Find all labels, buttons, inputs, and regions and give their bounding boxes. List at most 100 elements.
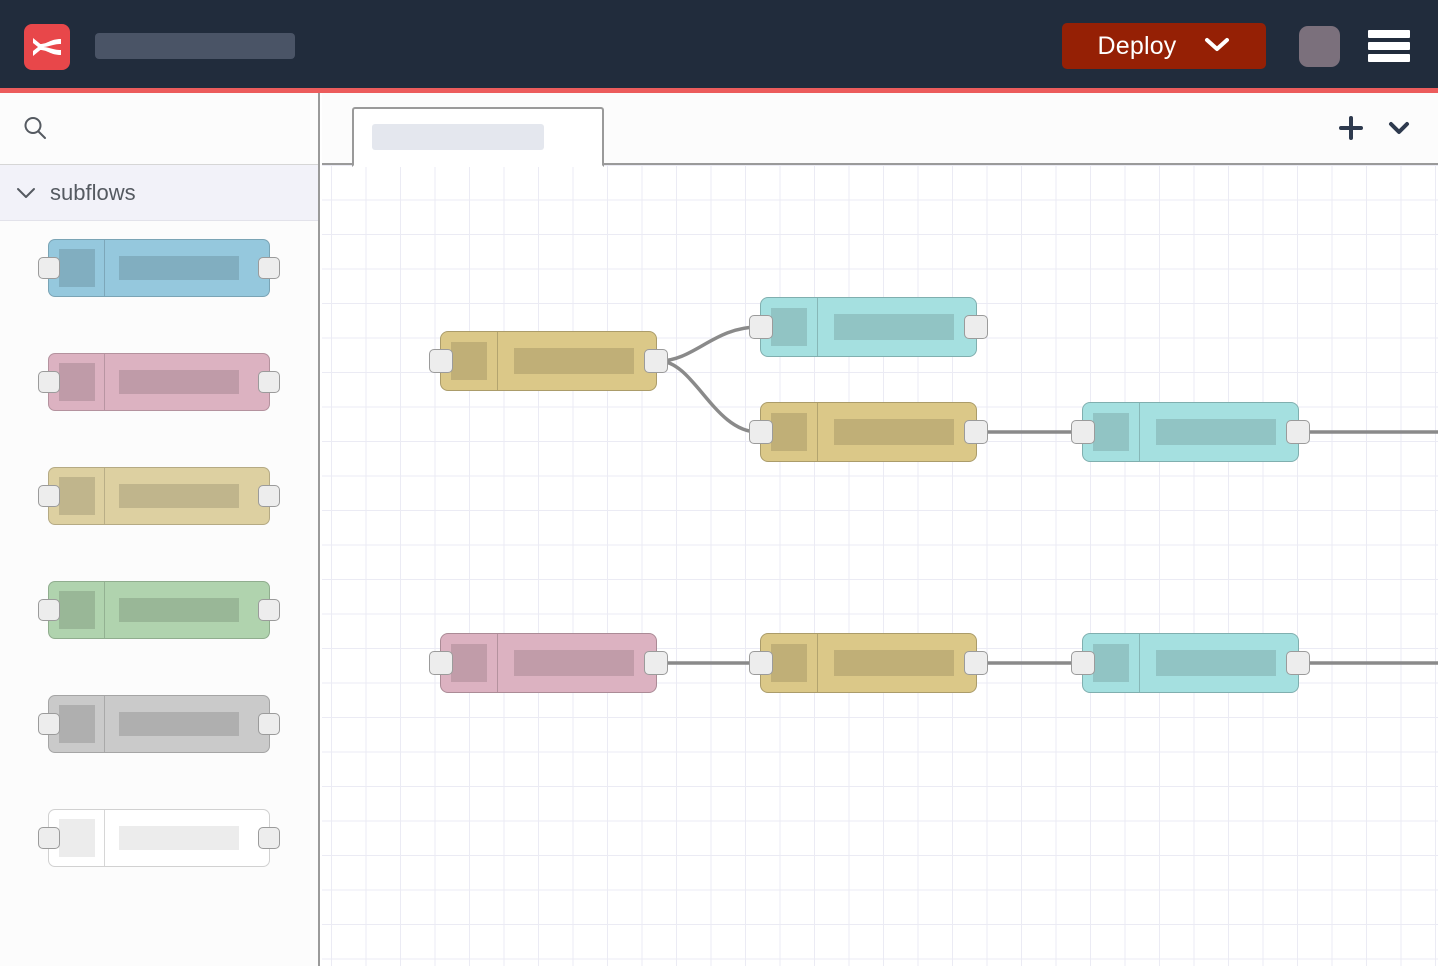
flow-tab-1[interactable] xyxy=(352,107,604,167)
flow-node-icon-cell xyxy=(441,332,498,390)
flow-node-label-redacted xyxy=(834,314,954,340)
palette-node-label-redacted xyxy=(119,256,239,280)
palette-node-icon-cell xyxy=(49,696,105,752)
flow-node-label-cell xyxy=(498,634,656,692)
palette-node-icon-redacted xyxy=(58,705,95,743)
palette-category-subflows[interactable]: subflows xyxy=(0,165,318,221)
palette-node-list xyxy=(0,221,318,867)
flow-node-label-cell xyxy=(1140,403,1298,461)
flow-node-label-redacted xyxy=(1156,419,1276,445)
palette-node-4[interactable] xyxy=(38,581,280,639)
deploy-button[interactable]: Deploy xyxy=(1062,23,1266,69)
flow-node-icon-cell xyxy=(761,403,818,461)
palette-node-label-redacted xyxy=(119,712,239,736)
flow-node-3[interactable] xyxy=(749,402,988,462)
palette-node-label-redacted xyxy=(119,484,239,508)
flow-node-icon-redacted xyxy=(451,644,487,682)
node-input-port[interactable] xyxy=(38,713,60,735)
node-input-port[interactable] xyxy=(1071,651,1095,675)
flow-node-label-redacted xyxy=(1156,650,1276,676)
palette-node-5[interactable] xyxy=(38,695,280,753)
palette-node-icon-cell xyxy=(49,468,105,524)
node-output-port[interactable] xyxy=(258,485,280,507)
flow-node-label-redacted xyxy=(514,348,634,374)
node-input-port[interactable] xyxy=(38,827,60,849)
palette-node-3[interactable] xyxy=(38,467,280,525)
node-output-port[interactable] xyxy=(258,713,280,735)
node-input-port[interactable] xyxy=(749,315,773,339)
node-output-port[interactable] xyxy=(1286,420,1310,444)
palette-node-icon-redacted xyxy=(58,249,95,287)
palette-node-1[interactable] xyxy=(38,239,280,297)
node-input-port[interactable] xyxy=(749,651,773,675)
palette-node-label-redacted xyxy=(119,598,239,622)
flow-logo-icon[interactable] xyxy=(24,24,70,70)
flow-canvas[interactable] xyxy=(322,165,1438,966)
wire-n1-n2 xyxy=(657,325,760,363)
flow-node-7[interactable] xyxy=(1071,633,1310,693)
flow-node-label-redacted xyxy=(514,650,634,676)
node-input-port[interactable] xyxy=(429,651,453,675)
node-output-port[interactable] xyxy=(258,371,280,393)
palette-search-bar[interactable] xyxy=(0,93,318,165)
node-output-port[interactable] xyxy=(644,651,668,675)
palette-node-label-cell xyxy=(105,354,269,410)
flow-node-label-cell xyxy=(498,332,656,390)
app-title-redacted xyxy=(95,33,295,59)
node-output-port[interactable] xyxy=(258,599,280,621)
node-input-port[interactable] xyxy=(38,371,60,393)
palette-node-icon-redacted xyxy=(58,477,95,515)
flow-node-2[interactable] xyxy=(749,297,988,357)
flow-node-icon-redacted xyxy=(771,308,807,346)
node-input-port[interactable] xyxy=(38,257,60,279)
flow-node-icon-cell xyxy=(1083,403,1140,461)
node-input-port[interactable] xyxy=(749,420,773,444)
palette-category-label: subflows xyxy=(50,179,136,205)
flow-node-icon-redacted xyxy=(451,342,487,380)
node-input-port[interactable] xyxy=(38,599,60,621)
flow-node-label-redacted xyxy=(834,419,954,445)
node-input-port[interactable] xyxy=(1071,420,1095,444)
node-output-port[interactable] xyxy=(1286,651,1310,675)
flow-node-6[interactable] xyxy=(749,633,988,693)
node-output-port[interactable] xyxy=(964,651,988,675)
palette-node-label-redacted xyxy=(119,826,239,850)
node-output-port[interactable] xyxy=(258,257,280,279)
flow-node-4[interactable] xyxy=(1071,402,1310,462)
flow-node-icon-redacted xyxy=(771,644,807,682)
flow-node-1[interactable] xyxy=(429,331,668,391)
palette-node-2[interactable] xyxy=(38,353,280,411)
node-output-port[interactable] xyxy=(964,315,988,339)
palette-node-label-redacted xyxy=(119,370,239,394)
user-avatar[interactable] xyxy=(1299,26,1340,67)
deploy-button-label: Deploy xyxy=(1097,31,1177,60)
flow-wires-layer xyxy=(657,325,1438,665)
hamburger-bar xyxy=(1368,42,1410,50)
chevron-down-icon[interactable] xyxy=(1203,36,1231,57)
flow-node-5[interactable] xyxy=(429,633,668,693)
node-input-port[interactable] xyxy=(429,349,453,373)
flow-node-label-cell xyxy=(1140,634,1298,692)
palette-node-icon-cell xyxy=(49,582,105,638)
palette-node-6[interactable] xyxy=(38,809,280,867)
node-output-port[interactable] xyxy=(644,349,668,373)
hamburger-menu-icon[interactable] xyxy=(1366,27,1412,65)
palette-node-label-cell xyxy=(105,696,269,752)
node-output-port[interactable] xyxy=(964,420,988,444)
hamburger-bar xyxy=(1368,54,1410,62)
flow-node-icon-redacted xyxy=(1093,413,1129,451)
chevron-down-icon[interactable] xyxy=(1384,113,1414,143)
plus-icon[interactable] xyxy=(1336,113,1366,143)
flow-node-icon-cell xyxy=(761,298,818,356)
search-icon[interactable] xyxy=(22,115,48,141)
flow-node-icon-cell xyxy=(1083,634,1140,692)
flow-node-icon-cell xyxy=(761,634,818,692)
palette-sidebar: subflows xyxy=(0,93,320,966)
chevron-down-icon[interactable] xyxy=(14,181,38,205)
node-output-port[interactable] xyxy=(258,827,280,849)
palette-node-icon-cell xyxy=(49,240,105,296)
palette-node-icon-redacted xyxy=(58,819,95,857)
node-input-port[interactable] xyxy=(38,485,60,507)
flow-node-icon-cell xyxy=(441,634,498,692)
app-header: Deploy xyxy=(0,0,1438,88)
